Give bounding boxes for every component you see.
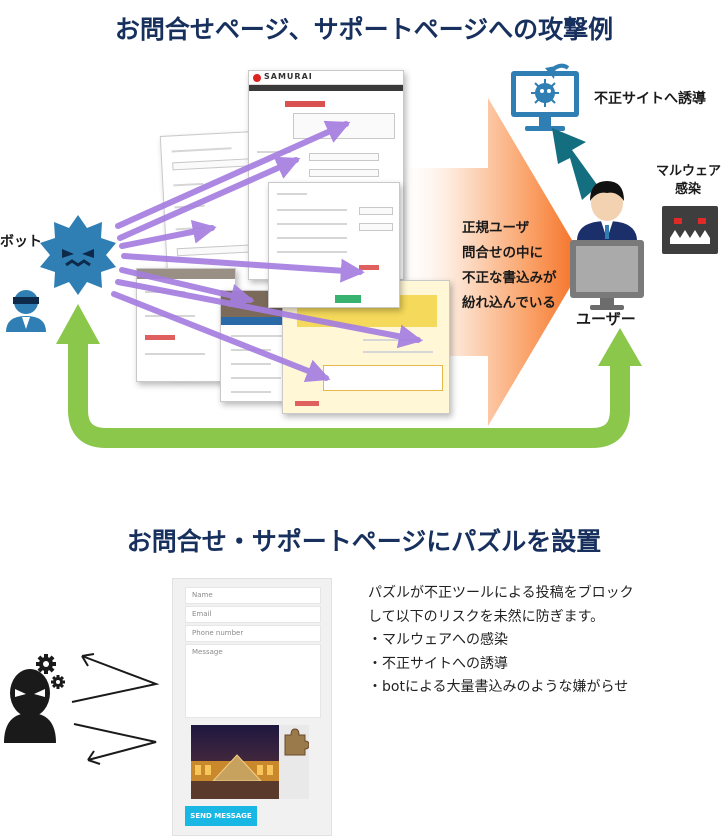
loop-arrow-head-left bbox=[56, 304, 100, 344]
gear-icon bbox=[51, 675, 65, 689]
blocked-arrows bbox=[71, 653, 160, 765]
description-line: パズルが不正ツールによる投稿をブロック bbox=[368, 585, 634, 601]
loop-arrow-head-right bbox=[598, 328, 642, 366]
description-line: して以下のリスクを未然に防ぎます。 bbox=[368, 608, 605, 625]
up-arrow bbox=[552, 128, 598, 200]
gear-icon bbox=[36, 654, 56, 674]
loop-arrow bbox=[68, 340, 630, 448]
malware-icon bbox=[662, 206, 718, 254]
malware-label: マルウェア 感染 bbox=[656, 163, 722, 199]
malware-label-line: 感染 bbox=[674, 182, 701, 197]
malware-label-line: マルウェア bbox=[656, 164, 722, 179]
send-message-button[interactable]: SEND MESSAGE bbox=[185, 806, 257, 826]
user-monitor bbox=[570, 240, 644, 310]
phone-field[interactable]: Phone number bbox=[185, 625, 321, 642]
user-label: ユーザー bbox=[576, 310, 636, 328]
curved-pointer-arrow-head bbox=[545, 66, 556, 79]
puzzle-captcha[interactable] bbox=[191, 725, 310, 799]
monitor-virus-icon bbox=[511, 71, 579, 131]
bot-label: ボット bbox=[0, 234, 42, 250]
samurai-logo-icon bbox=[253, 74, 261, 82]
hacker-icon bbox=[6, 290, 46, 332]
bot-icon bbox=[40, 215, 116, 295]
message-field[interactable]: Message bbox=[185, 644, 321, 718]
description-line: ・マルウェアへの感染 bbox=[368, 632, 508, 648]
description: パズルが不正ツールによる投稿をブロック して以下のリスクを未然に防ぎます。 ・マ… bbox=[368, 582, 634, 700]
arrow-text-line: 正規ユーザ bbox=[462, 220, 530, 236]
masked-hacker-icon bbox=[4, 669, 56, 743]
section2-title: お問合せ・サポートページにパズルを設置 bbox=[126, 527, 602, 556]
puzzle-piece-icon[interactable] bbox=[284, 728, 310, 756]
name-field[interactable]: Name bbox=[185, 587, 321, 604]
arrow-text: 正規ユーザ 問合せの中に 不正な書込みが 紛れ込んでいる bbox=[462, 216, 557, 316]
form-screenshot-6 bbox=[268, 182, 400, 308]
description-line: ・botによる大量書込みのような嫌がらせ bbox=[368, 679, 629, 695]
arrow-text-line: 不正な書込みが bbox=[462, 270, 557, 286]
section1-title: お問合せページ、サポートページへの攻撃例 bbox=[114, 15, 614, 44]
arrow-text-line: 問合せの中に bbox=[462, 245, 543, 261]
contact-form: Name Email Phone number Message bbox=[172, 578, 332, 836]
site-logo: SAMURAI bbox=[264, 72, 313, 81]
puzzle-image bbox=[191, 725, 310, 799]
description-line: ・不正サイトへの誘導 bbox=[368, 655, 508, 672]
arrow-text-line: 紛れ込んでいる bbox=[462, 295, 556, 311]
email-field[interactable]: Email bbox=[185, 606, 321, 623]
malicious-site-label: 不正サイトへ誘導 bbox=[594, 91, 706, 107]
bot-arrows bbox=[111, 120, 423, 383]
